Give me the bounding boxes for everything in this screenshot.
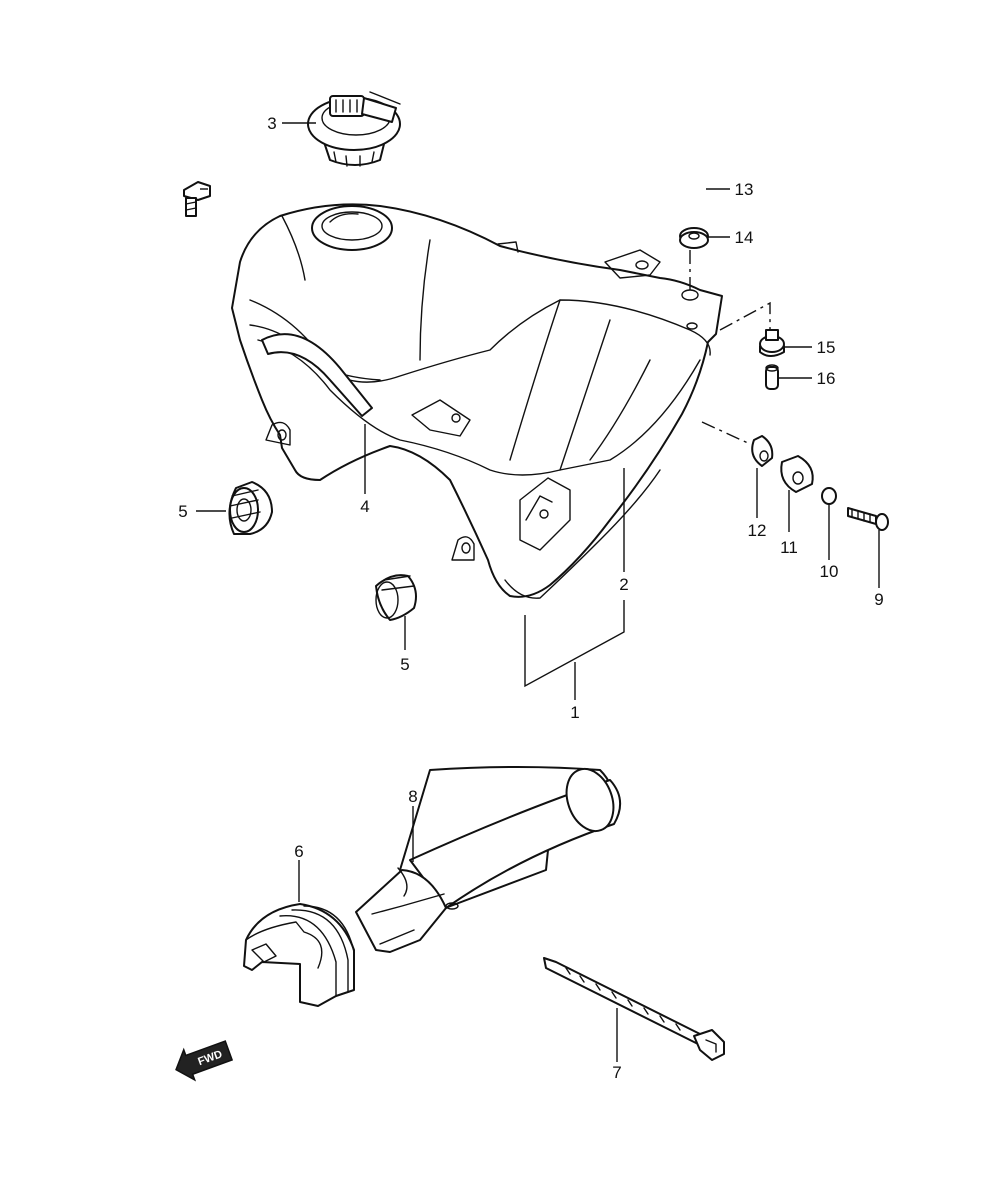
fuel-cap [307,91,401,167]
callout-1: 1 [570,703,579,722]
cable-tie [543,957,725,1061]
callout-3: 3 [267,114,276,133]
assembly-line-side [701,421,751,445]
callout-6: 6 [294,842,303,861]
callout-5-lower: 5 [400,655,409,674]
cushion-lower [375,574,417,621]
fwd-arrow-icon: FWD [175,1040,234,1082]
bolt-13 [183,181,211,217]
callout-labels: 1 2 3 4 5 5 6 7 8 9 10 11 12 13 14 15 16 [178,114,883,1082]
callout-4: 4 [360,497,369,516]
collar-10 [821,487,837,505]
cushion-12 [751,435,774,467]
cushion-11 [780,455,814,493]
callout-13: 13 [735,180,754,199]
clamp [243,903,355,1007]
bolt-9 [847,507,889,531]
hose [261,333,373,417]
callout-12: 12 [748,521,767,540]
cushion-left [228,481,273,535]
callout-11: 11 [780,538,798,557]
callout-15: 15 [817,338,836,357]
callout-5-left: 5 [178,502,187,521]
callout-14: 14 [735,228,754,247]
grommet-14 [679,227,709,249]
callout-16: 16 [817,369,836,388]
callout-2: 2 [619,575,628,594]
fuel-tank [231,203,723,599]
callout-7: 7 [612,1063,621,1082]
callout-9: 9 [874,590,883,609]
cover-tube [355,766,621,953]
assembly-line-right [719,301,771,331]
leader-lines [196,122,880,1062]
collar-16 [765,364,779,390]
callout-8: 8 [408,787,417,806]
cushion-15 [759,329,785,357]
callout-10: 10 [820,562,839,581]
